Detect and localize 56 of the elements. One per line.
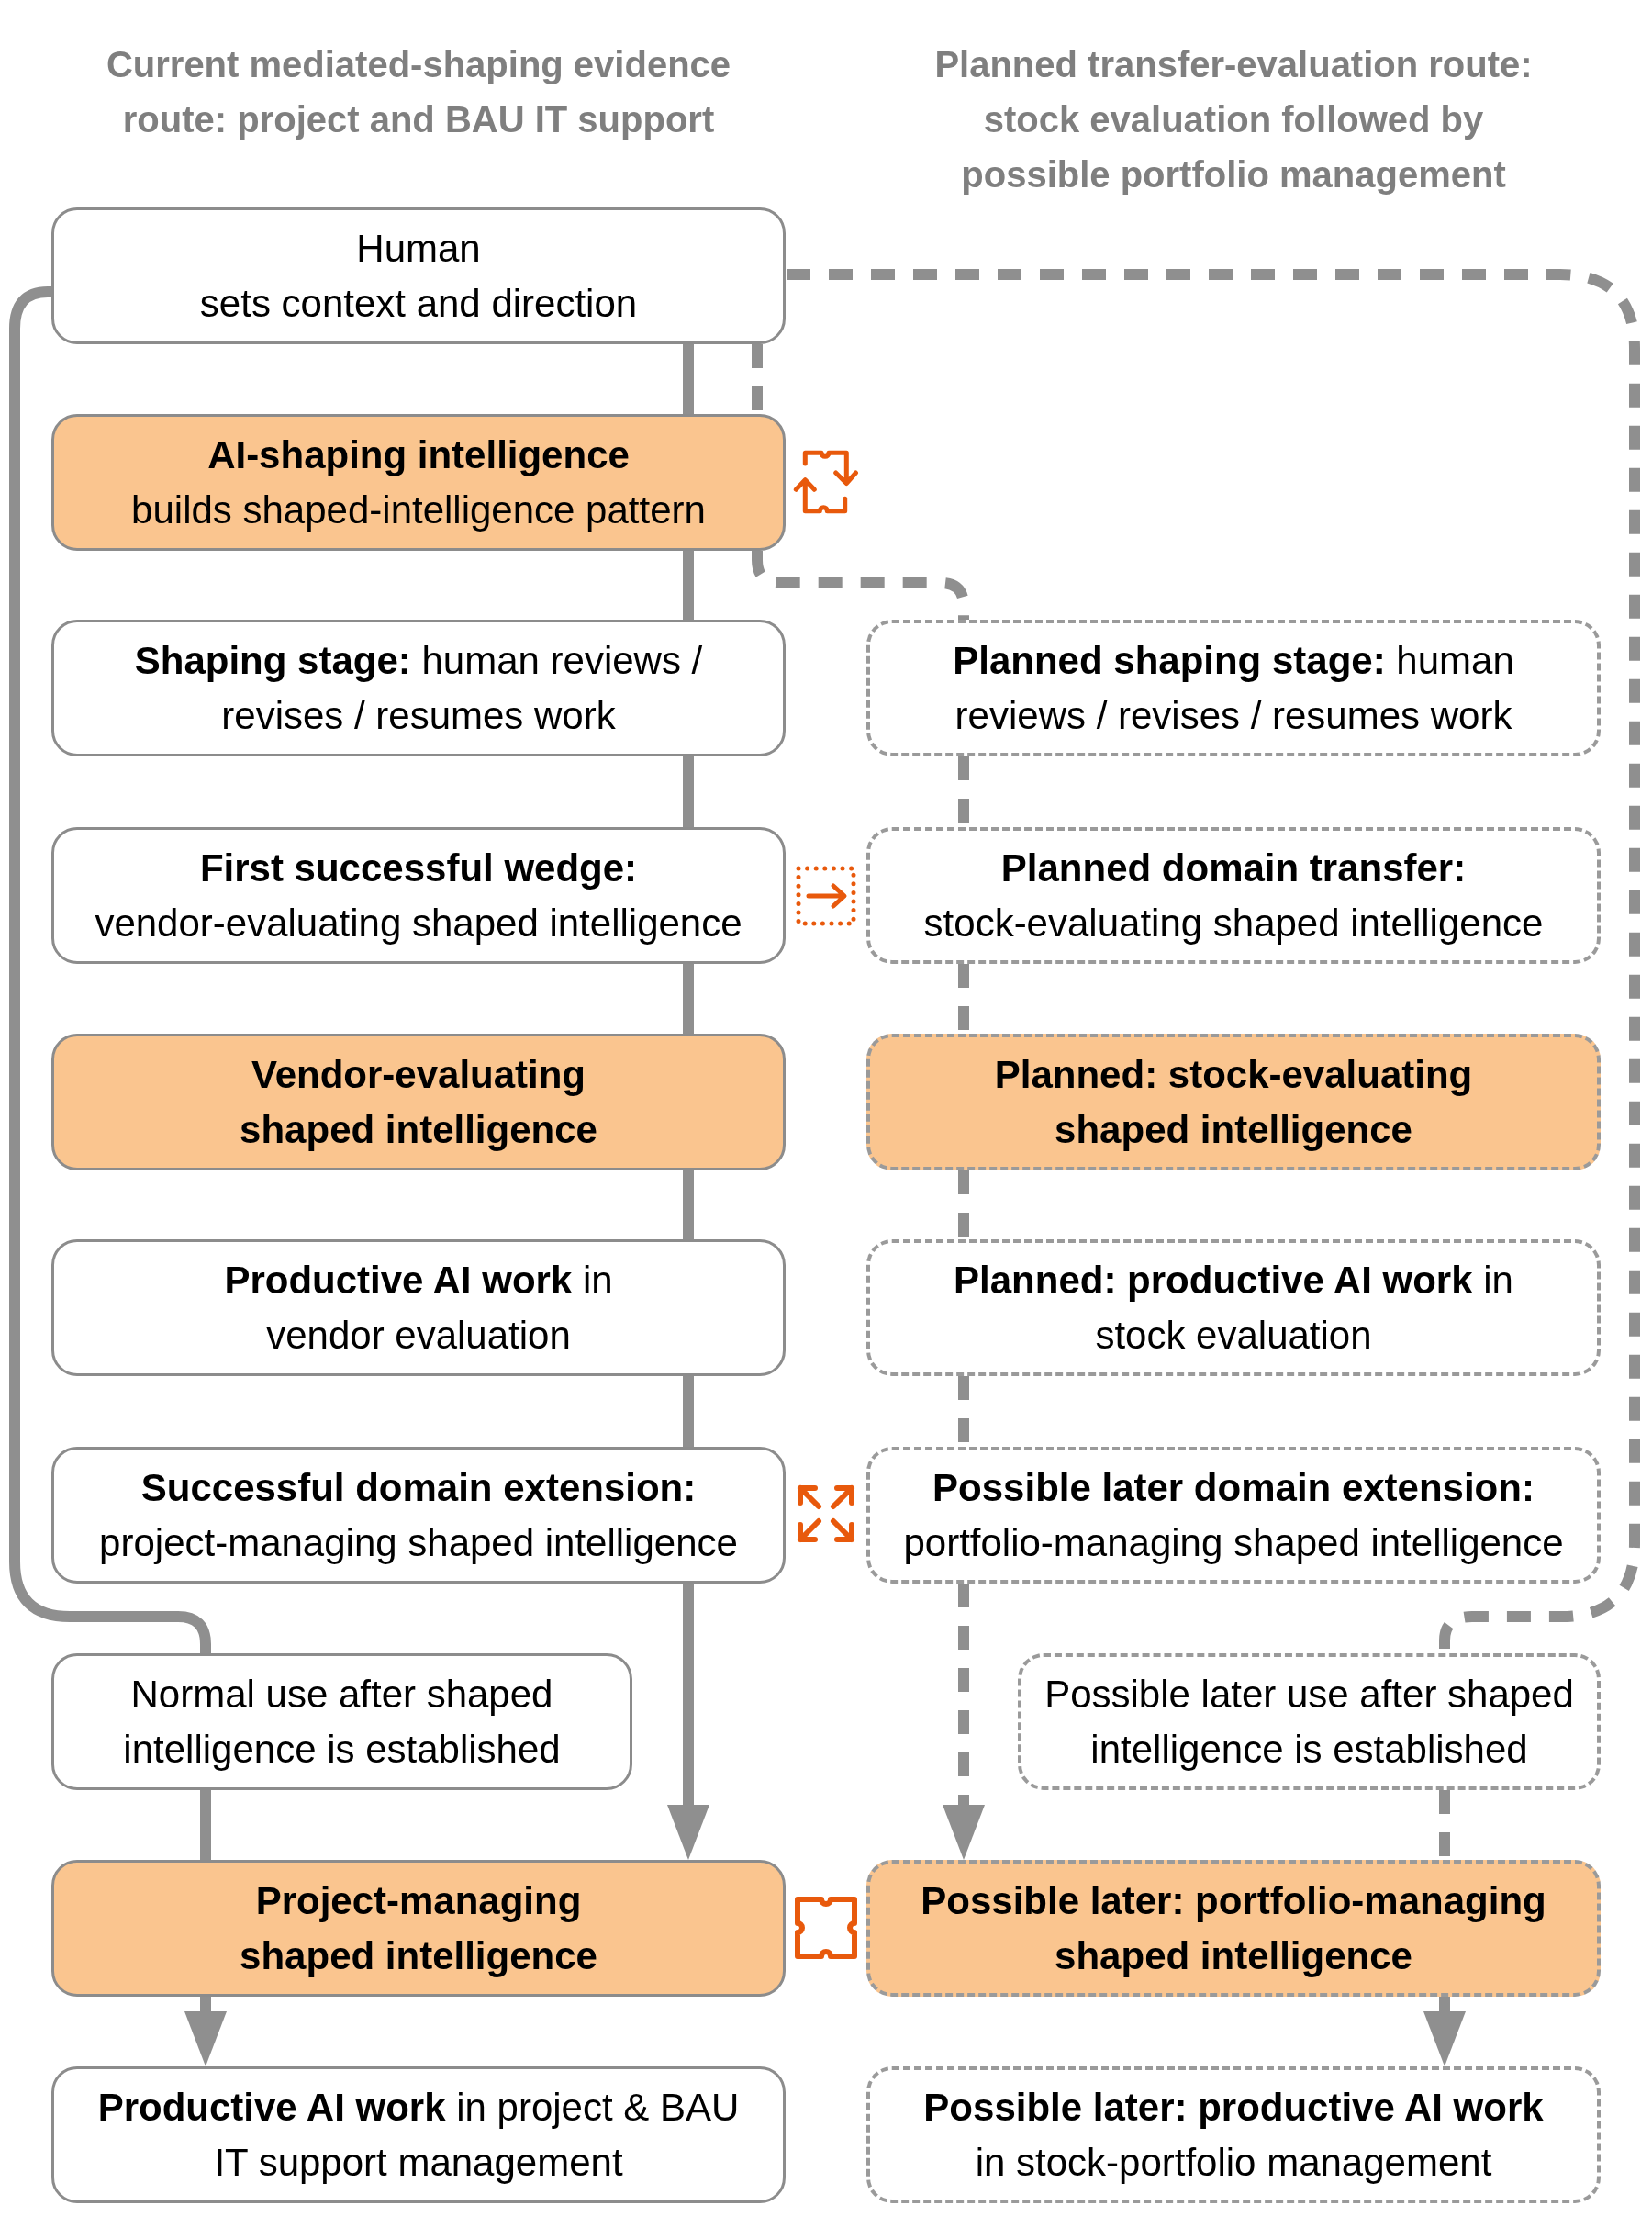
box-heading: Planned domain transfer: — [1000, 845, 1467, 891]
box-text: Productive AI work in vendor evaluation — [223, 1257, 614, 1359]
box-text: Possible later: productive AI work in stock-portfolio management — [922, 2084, 1545, 2186]
dashed-process-box — [1018, 1653, 1601, 1790]
box-heading: AI-shaping intelligence — [207, 431, 630, 478]
process-box — [51, 620, 786, 756]
connector-line — [667, 1584, 709, 1860]
box-text: Normal use after shaped intelligence is established — [122, 1671, 562, 1773]
box-heading: First successful wedge: — [199, 845, 638, 891]
box-text: Possible later: portfolio-managing shaped intelligence — [920, 1877, 1547, 1979]
dashed-process-box — [866, 827, 1601, 964]
box-text: Shaping stage: human reviews / revises / resumes work — [133, 637, 704, 739]
process-box — [51, 1653, 632, 1790]
connector-line — [200, 1790, 211, 1860]
connector-line — [683, 1170, 694, 1239]
box-text: Possible later use after shaped intelligence is established — [1044, 1671, 1575, 1773]
connector-line — [683, 344, 694, 414]
box-text: sets context and direction — [199, 280, 638, 327]
dashed-process-box — [866, 1447, 1601, 1584]
process-box — [51, 2066, 786, 2203]
connector-line — [683, 1376, 694, 1447]
box-heading: Successful domain extension: — [140, 1464, 697, 1511]
connector-line — [683, 551, 694, 620]
box-text: vendor-evaluating shaped intelligence — [95, 900, 742, 946]
process-box — [51, 1860, 786, 1997]
box-text: stock-evaluating shaped intelligence — [923, 900, 1544, 946]
dashed-process-box — [866, 620, 1601, 756]
box-text: Vendor-evaluating shaped intelligence — [239, 1051, 598, 1153]
connector-line — [184, 1997, 227, 2066]
dashed-connector-line — [1423, 1997, 1466, 2066]
dashed-process-box — [866, 1034, 1601, 1170]
box-text: portfolio-managing shaped intelligence — [903, 1519, 1564, 1566]
dashed-process-box — [866, 2066, 1601, 2203]
column-heading: Current mediated-shaping evidence route: project and BAU IT support — [105, 43, 732, 141]
process-box — [51, 207, 786, 344]
process-box — [51, 1239, 786, 1376]
box-text: builds shaped-intelligence pattern — [131, 487, 706, 533]
dashed-connector-line — [943, 1584, 985, 1860]
process-box — [51, 414, 786, 551]
box-text: project-managing shaped intelligence — [99, 1519, 738, 1566]
box-heading: Possible later domain extension: — [932, 1464, 1535, 1511]
box-text: Planned shaping stage: human reviews / revises / resumes work — [952, 637, 1515, 739]
connector-line — [683, 756, 694, 827]
process-box — [51, 827, 786, 964]
dashed-connector-line — [958, 1170, 969, 1239]
connector-line — [683, 964, 694, 1034]
box-text: Productive AI work in project & BAU IT support management — [97, 2084, 740, 2186]
column-heading: Planned transfer-evaluation route: stock evaluation followed by possible portfolio management — [933, 43, 1534, 196]
process-box — [51, 1034, 786, 1170]
dashed-process-box — [866, 1239, 1601, 1376]
dashed-process-box — [866, 1860, 1601, 1997]
box-text: Planned: productive AI work in stock evaluation — [953, 1257, 1514, 1359]
box-text: Human — [356, 225, 481, 272]
box-text: Planned: stock-evaluating shaped intelligence — [993, 1051, 1474, 1153]
box-text: Project-managing shaped intelligence — [239, 1877, 598, 1979]
process-box — [51, 1447, 786, 1584]
